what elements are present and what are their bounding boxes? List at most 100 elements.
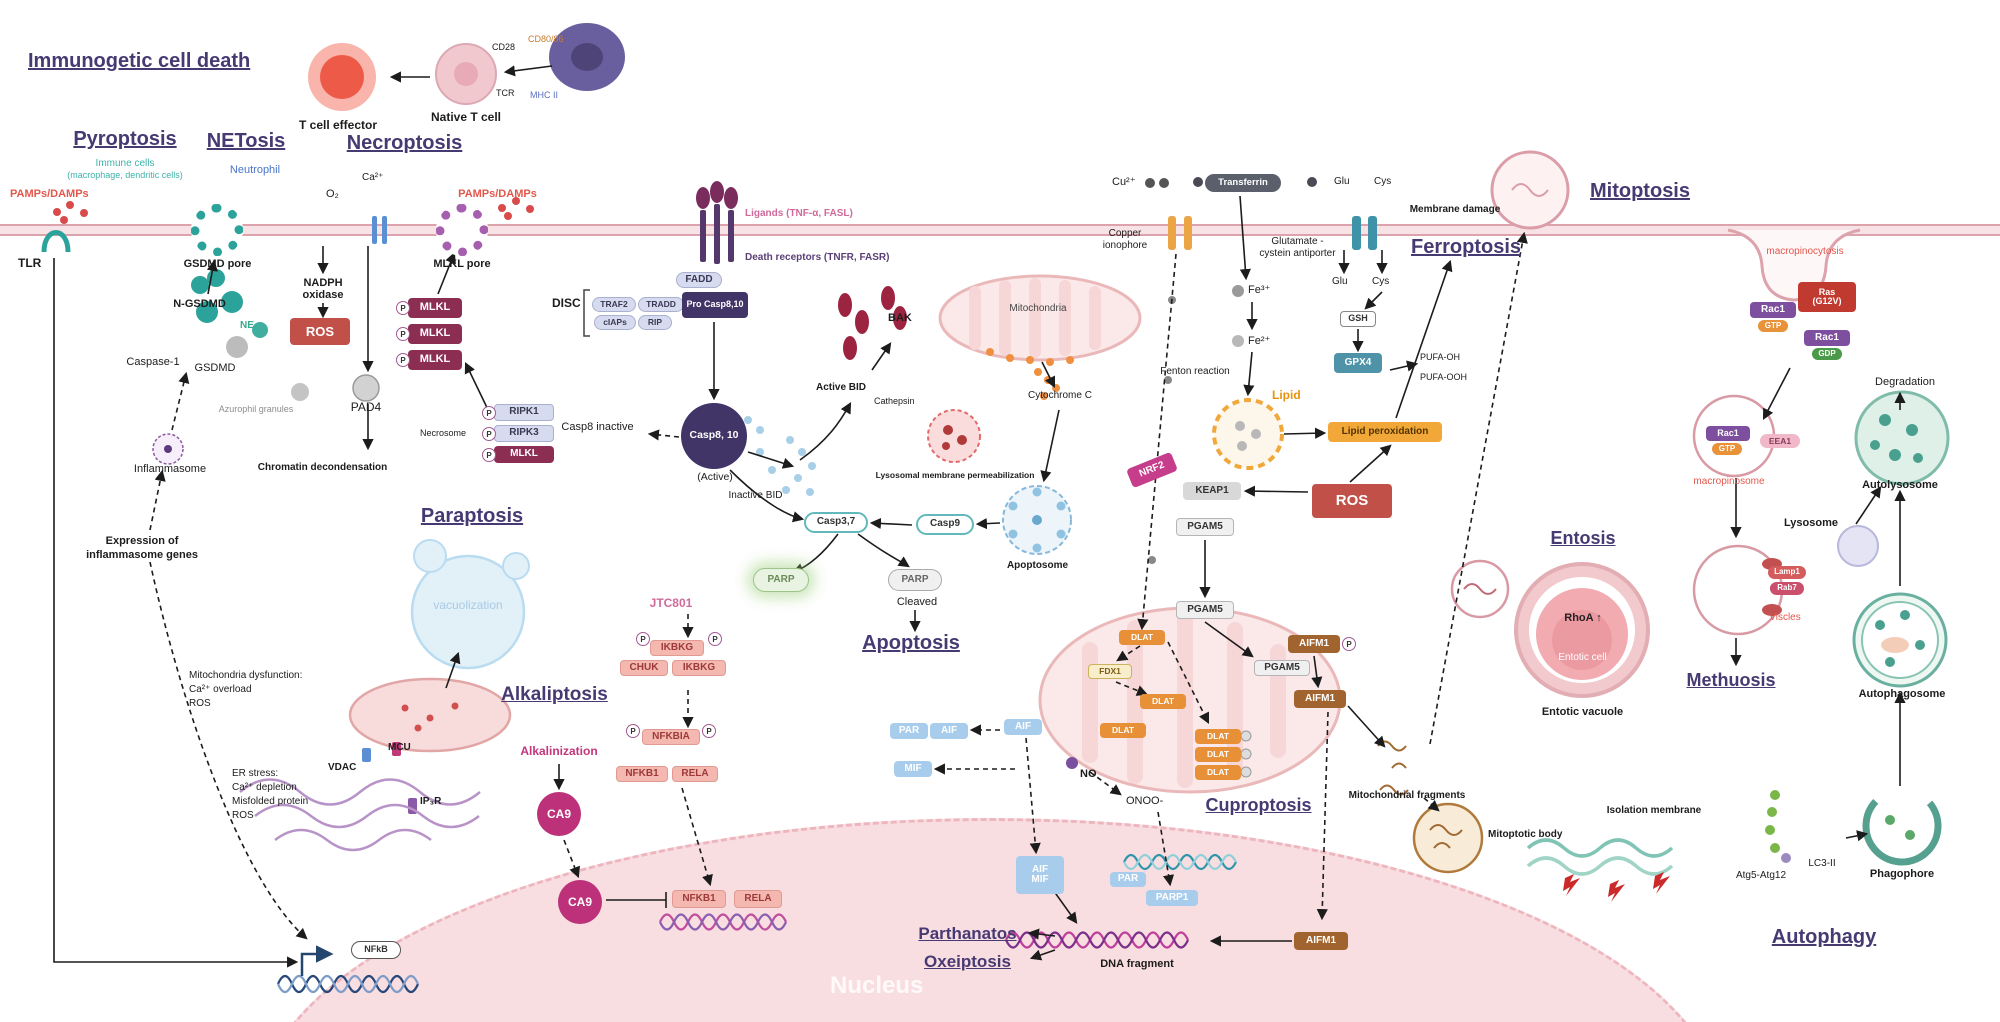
active-bid-label: Active BID bbox=[815, 382, 866, 393]
onoo-label: ONOO- bbox=[1126, 795, 1164, 807]
phagophore-cup bbox=[1862, 786, 1942, 866]
mcu-label: MCU bbox=[388, 742, 411, 753]
entotic-vacuole-label: Entotic vacuole bbox=[1541, 706, 1624, 718]
ip3r-label: IP₃R bbox=[420, 796, 442, 807]
gsh-box: GSH bbox=[1340, 311, 1376, 327]
heading-paraptosis: Paraptosis bbox=[420, 505, 524, 527]
phospho-icon: P bbox=[482, 448, 496, 462]
pamp-dots bbox=[53, 197, 534, 224]
heading-oxeiptosis: Oxeiptosis bbox=[924, 952, 1011, 971]
rab7-pill: Rab7 bbox=[1770, 582, 1804, 595]
macropinocytosis-pocket bbox=[1727, 228, 1861, 302]
caspase1-label: Caspase-1 bbox=[126, 356, 180, 368]
lmp-label: Lysosomal membrane permeabilization bbox=[875, 470, 1035, 480]
mlkl-box-2: MLKL bbox=[408, 324, 462, 344]
rip-box: RIP bbox=[638, 315, 672, 330]
nadph-label-2: oxidase bbox=[302, 289, 344, 301]
heading-autophagy: Autophagy bbox=[1771, 926, 1877, 948]
phospho-icon: P bbox=[702, 724, 716, 738]
nfkb-oval: NFkB bbox=[351, 941, 401, 959]
phospho-icon: P bbox=[482, 427, 496, 441]
endoplasmic-reticulum bbox=[239, 778, 481, 852]
rela-box-nucleus: RELA bbox=[734, 890, 782, 908]
aif-in-box: AIF bbox=[1031, 863, 1049, 875]
nucleus-label: Nucleus bbox=[830, 972, 924, 999]
heading-parthanatos: Parthanatos bbox=[918, 924, 1017, 943]
heading-cuproptosis: Cuproptosis bbox=[1205, 795, 1312, 815]
fdx1-box: FDX1 bbox=[1088, 664, 1132, 679]
ras-box: Ras(G12V) bbox=[1798, 282, 1856, 312]
rhoa-label: RhoA ↑ bbox=[1564, 612, 1602, 624]
antiporter-label-1: Glutamate - bbox=[1271, 236, 1324, 247]
parp-oval: PARP bbox=[753, 568, 809, 592]
vacuole bbox=[410, 554, 526, 670]
phospho-icon: P bbox=[1342, 637, 1356, 651]
expression-label-2: inflammasome genes bbox=[86, 549, 198, 561]
gsdmd-label: GSDMD bbox=[194, 362, 236, 374]
nadph-label-1: NADPH bbox=[303, 277, 343, 289]
cleaved-label: Cleaved bbox=[896, 596, 938, 608]
par-box: PAR bbox=[890, 723, 928, 739]
lipid-label: Lipid bbox=[1272, 388, 1301, 402]
vdac-channel bbox=[362, 748, 371, 762]
fe2-label: Fe²⁺ bbox=[1248, 335, 1271, 347]
cd28-label: CD28 bbox=[492, 42, 516, 52]
apoptosome-label: Apoptosome bbox=[1006, 560, 1069, 571]
inactive-bid-dots bbox=[744, 416, 816, 496]
native-t-cell-label: Native T cell bbox=[430, 110, 502, 124]
jtc801-label: JTC801 bbox=[649, 596, 693, 610]
mlkl-box-3: MLKL bbox=[408, 350, 462, 370]
heading-netosis: NETosis bbox=[206, 130, 286, 152]
lysosome-permeabilized bbox=[927, 409, 981, 463]
mhc2-label: MHC II bbox=[530, 90, 558, 100]
ikbkg-box-2: IKBKG bbox=[672, 660, 726, 676]
keap1-box: KEAP1 bbox=[1183, 482, 1241, 500]
pad4-label: PAD4 bbox=[350, 400, 382, 414]
active-label: (Active) bbox=[697, 471, 733, 483]
pufa-ooh-label: PUFA-OOH bbox=[1420, 372, 1468, 382]
heading-mitoptosis: Mitoptosis bbox=[1590, 180, 1690, 202]
ras-mut-label: (G12V) bbox=[1812, 296, 1842, 306]
er-stress-label-2: Ca²⁺ depletion bbox=[232, 782, 297, 793]
cys-label-top: Cys bbox=[1374, 176, 1392, 187]
fe3-label: Fe³⁺ bbox=[1248, 284, 1271, 296]
viscles-label: Viscles bbox=[1769, 612, 1801, 623]
lipid-droplet bbox=[1212, 398, 1284, 470]
copper-ionophore-label-1: Copper bbox=[1108, 228, 1142, 239]
dna-fragment-label: DNA fragment bbox=[1100, 958, 1174, 970]
lipid-peroxidation-box: Lipid peroxidation bbox=[1328, 422, 1442, 442]
gsdmd-pore-shape bbox=[191, 204, 243, 256]
dendritic-cell-nucleus bbox=[571, 43, 603, 71]
mito-fragments-label: Mitochondrial fragments bbox=[1348, 790, 1466, 801]
ligands-label: Ligands (TNF-α, FASL) bbox=[745, 208, 853, 219]
rac1-box-2: Rac1 bbox=[1804, 330, 1850, 346]
lysosome-shape bbox=[1837, 525, 1879, 567]
t-cell-effector-cell bbox=[320, 55, 364, 99]
n-gsdmd-label: N-GSDMD bbox=[173, 298, 226, 310]
autolysosome-shape bbox=[1854, 390, 1950, 486]
ripk3-box: RIPK3 bbox=[494, 425, 554, 442]
eea1-pill: EEA1 bbox=[1760, 434, 1800, 448]
fenton-label: Fenton reaction bbox=[1160, 366, 1230, 377]
phospho-icon: P bbox=[636, 632, 650, 646]
isolation-membrane-shape bbox=[1526, 838, 1674, 876]
arrows bbox=[53, 65, 1906, 976]
heading-pyroptosis: Pyroptosis bbox=[73, 128, 177, 150]
cu2-label: Cu²⁺ bbox=[1112, 176, 1136, 188]
dlat-box-6: DLAT bbox=[1195, 765, 1241, 780]
ripk1-box: RIPK1 bbox=[494, 404, 554, 421]
aifm1-box-2: AIFM1 bbox=[1294, 690, 1346, 708]
casp8-inactive-label: Casp8 inactive bbox=[561, 421, 634, 433]
pgam5-box-2: PGAM5 bbox=[1176, 601, 1234, 619]
native-t-cell-nucleus bbox=[454, 62, 478, 86]
entotic-cell-shape bbox=[1552, 610, 1612, 670]
mlkl-pore-shape bbox=[436, 204, 488, 256]
tlr-label: TLR bbox=[18, 256, 42, 270]
mif-in-box: MIF bbox=[1031, 874, 1049, 885]
pufa-oh-label: PUFA-OH bbox=[1420, 352, 1461, 362]
aifm1-box-nucleus: AIFM1 bbox=[1294, 932, 1348, 950]
lamp1-pill: Lamp1 bbox=[1768, 566, 1806, 579]
phospho-icon: P bbox=[396, 327, 410, 341]
er-stress-label-3: Misfolded protein bbox=[232, 796, 309, 807]
pad4-enzyme bbox=[352, 374, 380, 402]
